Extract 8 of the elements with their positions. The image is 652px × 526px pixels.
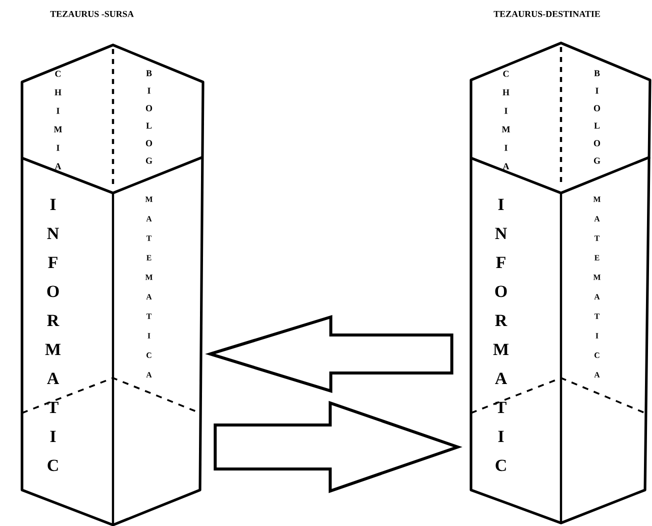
face-label: CHIMIA	[54, 70, 62, 170]
face-label: MATEMATICA	[145, 196, 153, 378]
title: TEZAURUS-DESTINATIE	[494, 10, 600, 18]
face-label: BIOLOG	[594, 70, 600, 164]
face-label: MATEMATICA	[593, 196, 601, 378]
face-label: CHIMIA	[502, 70, 510, 170]
face-label: BIOLOG	[146, 70, 152, 164]
title: TEZAURUS -SURSA	[50, 10, 134, 18]
